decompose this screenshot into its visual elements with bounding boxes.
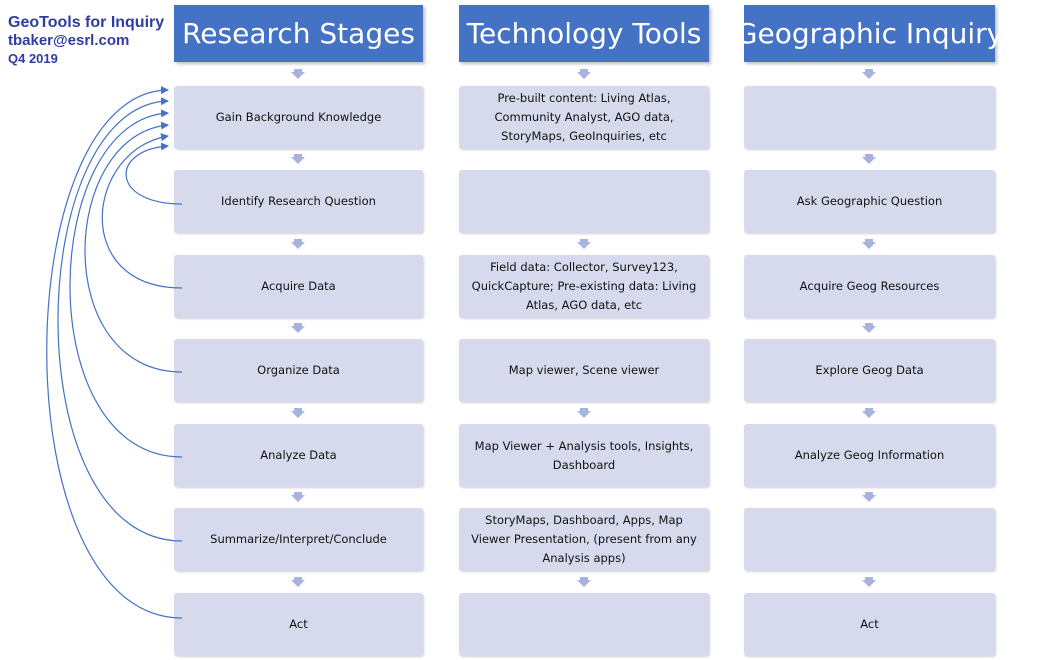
feedback-arrow [57,97,183,542]
down-arrow-icon [862,323,876,333]
down-arrow-icon [291,323,305,333]
down-arrows [291,69,876,587]
inquiry-box: Ask Geographic Question [744,170,995,233]
stage-box: Organize Data [174,339,423,402]
header-geographic-inquiry: Geographic Inquiry [736,5,1003,62]
down-arrow-icon [291,239,305,249]
feedback-arrow [84,121,183,373]
down-arrow-icon [862,492,876,502]
inquiry-box: Acquire Geog Resources [744,255,995,318]
stage-box: Analyze Data [174,424,423,487]
feedback-arrow [46,86,183,619]
down-arrow-icon [291,492,305,502]
inquiry-box [744,86,995,149]
tool-box: Field data: Collector, Survey123, QuickC… [459,255,709,318]
down-arrow-icon [577,577,591,587]
byline: GeoTools for Inquiry tbaker@esrl.com Q4 … [8,14,164,68]
byline-date: Q4 2019 [8,51,58,66]
down-arrow-icon [291,577,305,587]
tool-box [459,170,709,233]
feedback-arrow [69,109,183,458]
inquiry-box: Explore Geog Data [744,339,995,402]
down-arrow-icon [577,69,591,79]
down-arrow-icon [862,239,876,249]
feedback-arrow [101,133,183,289]
inquiry-box: Act [744,593,995,656]
down-arrow-icon [862,154,876,164]
stage-box: Gain Background Knowledge [174,86,423,149]
inquiry-box [744,508,995,571]
stage-box: Identify Research Question [174,170,423,233]
stage-box: Act [174,593,423,656]
feedback-arrows [46,86,183,619]
tool-box: StoryMaps, Dashboard, Apps, Map Viewer P… [459,508,709,571]
down-arrow-icon [291,408,305,418]
down-arrow-icon [291,154,305,164]
tool-box: Pre-built content: Living Atlas, Communi… [459,86,709,149]
down-arrow-icon [862,408,876,418]
byline-email: tbaker@esrl.com [8,32,130,49]
down-arrow-icon [862,577,876,587]
header-technology-tools: Technology Tools [459,5,709,62]
down-arrow-icon [291,69,305,79]
down-arrow-icon [577,239,591,249]
byline-title: GeoTools for Inquiry [8,14,165,31]
feedback-arrow [125,142,183,205]
inquiry-box: Analyze Geog Information [744,424,995,487]
tool-box: Map viewer, Scene viewer [459,339,709,402]
stage-box: Summarize/Interpret/Conclude [174,508,423,571]
stage-box: Acquire Data [174,255,423,318]
down-arrow-icon [862,69,876,79]
header-research-stages: Research Stages [174,5,423,62]
tool-box [459,593,709,656]
tool-box: Map Viewer + Analysis tools, Insights, D… [459,424,709,487]
down-arrow-icon [577,408,591,418]
